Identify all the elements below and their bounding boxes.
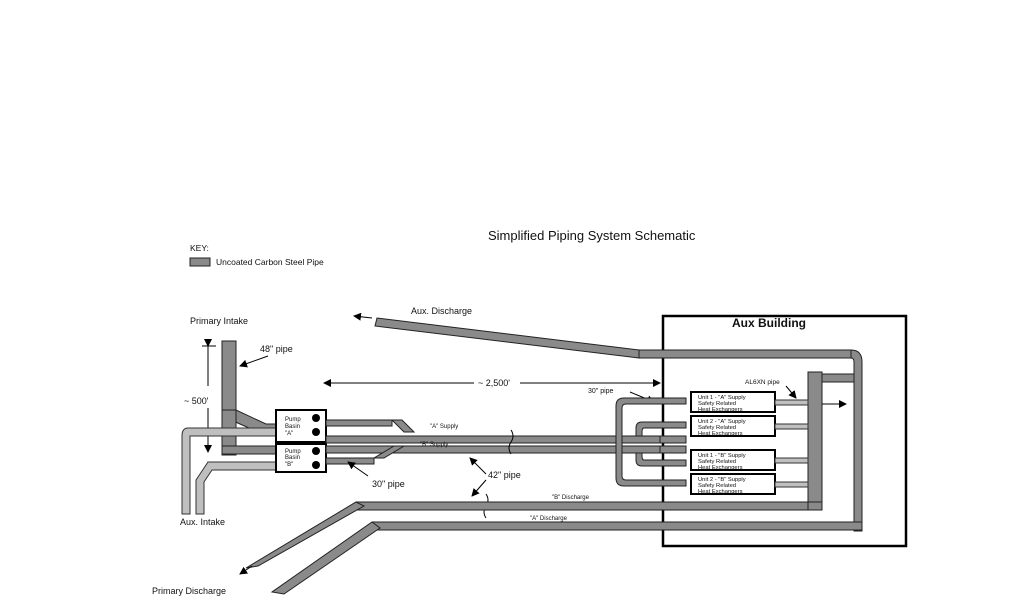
pump-basin-a-line3: "A": [285, 431, 293, 437]
hx-unit1-b-line2: Safety Related: [698, 459, 736, 465]
dist-2500-label: ~ 2,500': [478, 378, 510, 388]
primary-discharge-arrow: [239, 565, 253, 575]
hx-unit1-a-line1: Unit 1 - "A" Supply: [698, 395, 746, 401]
pump-a-1: [312, 414, 320, 422]
al6xn-arrow: [785, 385, 797, 399]
key-heading: KEY:: [190, 243, 209, 253]
aux-intake-pipe: [181, 427, 277, 515]
aux-discharge-label: Aux. Discharge: [411, 306, 472, 316]
aux-intake-label: Aux. Intake: [180, 517, 225, 527]
al6xn-pipe-2: [774, 423, 809, 430]
al6xn-pipe-4: [774, 481, 809, 488]
pump-b-1: [312, 447, 320, 455]
b-supply-label: "B" Supply: [420, 442, 448, 448]
pipe-48-arrow: [239, 355, 269, 368]
pipe-30-bottom-arrow: [347, 461, 369, 477]
hx-unit1-a-line3: Heat Exchangers: [698, 407, 743, 413]
pump-basin-a: [275, 409, 327, 443]
b-supply-bend: [372, 445, 406, 459]
key-swatch: [189, 257, 211, 267]
pump-basin-a-line2: Basin: [285, 424, 300, 430]
b-discharge-label: "B" Discharge: [552, 495, 590, 501]
intake-to-basin-b: [221, 445, 277, 455]
pump-basin-b-line1: Pump: [285, 449, 301, 455]
building-header-pipe: [821, 373, 855, 383]
a-supply-pipe: [325, 435, 661, 444]
pipe-42-arrow-down: [471, 479, 487, 497]
al6xn-pipe-1: [774, 399, 809, 406]
hx-unit2-b-line3: Heat Exchangers: [698, 489, 743, 495]
pipe-42-label: 42" pipe: [488, 470, 521, 480]
al6xn-pipe-3: [774, 457, 809, 464]
a-supply-loop: [635, 421, 687, 437]
hx-unit2-b-line2: Safety Related: [698, 483, 736, 489]
pump-a-2: [312, 428, 320, 436]
building-vertical-pipe: [807, 371, 823, 511]
b-supply-pipe: [325, 445, 661, 454]
key-label: Uncoated Carbon Steel Pipe: [216, 257, 324, 267]
hx-unit2-a-line3: Heat Exchangers: [698, 431, 743, 437]
aux-building-box: [661, 314, 908, 548]
aux-discharge-riser: [850, 349, 863, 532]
b-discharge-diagonal: [245, 501, 366, 569]
outer-loop-pipe: [615, 397, 687, 487]
pipe-30-top-label: 30" pipe: [588, 388, 614, 395]
aux-discharge-arrow: [353, 312, 373, 321]
al6xn-label: AL6XN pipe: [745, 379, 780, 386]
hx-unit1-b-line1: Unit 1 - "B" Supply: [698, 453, 746, 459]
pump-basin-a-line1: Pump: [285, 417, 301, 423]
a-supply-label: "A" Supply: [430, 424, 458, 430]
pipe-30-bottom-label: 30" pipe: [372, 479, 405, 489]
pipe-42-arrow-up: [469, 457, 487, 475]
b-supply-loop: [635, 452, 687, 467]
aux-building-label: Aux Building: [732, 316, 806, 330]
hx-unit1-a-line2: Safety Related: [698, 401, 736, 407]
b-discharge-pipe: [355, 501, 823, 511]
aux-intake-pipe-2: [195, 461, 277, 515]
a-discharge-diagonal: [270, 521, 381, 595]
hx-unit2-a-line2: Safety Related: [698, 425, 736, 431]
primary-discharge-label: Primary Discharge: [152, 586, 226, 596]
hx-unit2-a-line1: Unit 2 - "A" Supply: [698, 419, 746, 425]
pipe-48-label: 48" pipe: [260, 344, 293, 354]
aux-discharge-building-pipe: [638, 349, 852, 359]
a-discharge-label: "A" Discharge: [530, 516, 568, 522]
a-discharge-pipe: [371, 521, 863, 531]
b-supply-entry: [659, 445, 687, 454]
hx-unit2-b-line1: Unit 2 - "B" Supply: [698, 477, 746, 483]
dist-500-label: ~ 500': [184, 396, 209, 406]
aux-discharge-pipe: [374, 317, 640, 359]
basin-a-supply-pipe: [325, 419, 393, 427]
primary-intake-pipe: [221, 340, 237, 415]
a-supply-entry: [659, 435, 687, 444]
pump-basin-b-line3: "B": [285, 462, 293, 468]
break-mark-1: [508, 429, 514, 455]
diagram-title: Simplified Piping System Schematic: [488, 228, 696, 243]
pump-basin-b-line2: Basin: [285, 455, 300, 461]
b-discharge-join: [807, 501, 823, 511]
a-supply-bend: [390, 419, 416, 433]
primary-intake-label: Primary Intake: [190, 316, 248, 326]
pump-b-2: [312, 461, 320, 469]
hx-unit1-b-line3: Heat Exchangers: [698, 465, 743, 471]
